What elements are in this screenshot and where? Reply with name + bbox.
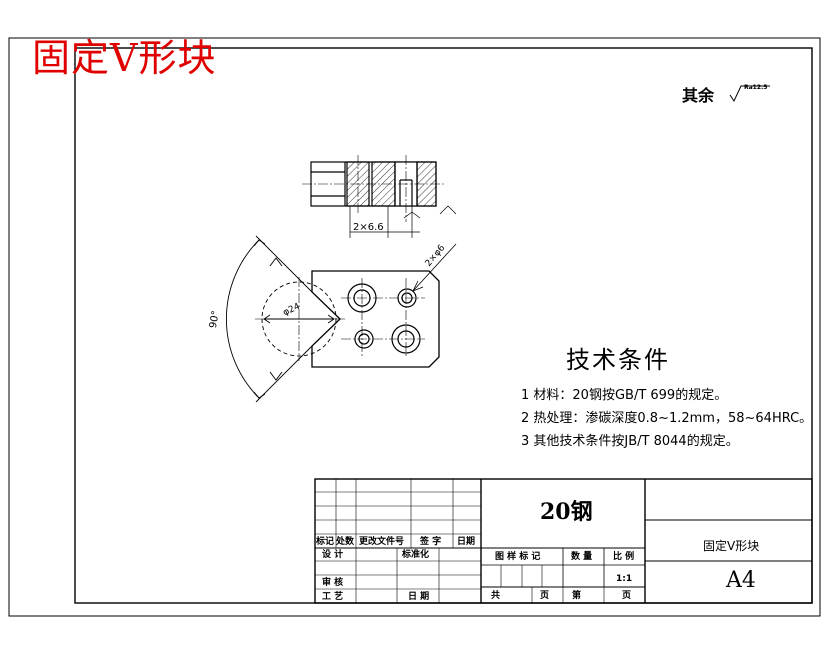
paper-size: A4 [726,568,756,593]
part-name: 固定V形块 [703,539,760,553]
design-label: 设 计 [322,550,344,560]
page-label-1: 页 [540,591,550,601]
v-circle [255,277,345,361]
sheet-label: 第 [572,591,582,601]
header-mark: 标记 [316,537,335,547]
tech-requirement-2: 2 热处理：渗碳深度0.8~1.2mm，58~64HRC。 [521,411,813,426]
process-label: 工 艺 [322,592,344,602]
page-title: 固定V形块 [32,36,217,80]
angle-dimension [225,235,313,403]
scale-value: 1:1 [616,574,633,584]
standardization-label: 标准化 [402,550,430,560]
material-value: 20钢 [540,499,593,525]
date-label: 日 期 [408,592,430,602]
header-signature: 签 字 [420,537,442,547]
roughness-value: Ra12.5 [744,84,768,91]
header-count: 处数 [336,537,355,547]
slot-dimension-label: 2×6.6 [353,222,384,233]
roughness-label: 其余 [682,86,715,105]
tech-requirements-title: 技术条件 [566,346,670,374]
ratio-label: 比 例 [613,552,635,562]
slot-dimension [349,205,457,238]
tech-requirement-1: 1 材料：20钢按GB/T 699的规定。 [521,388,728,403]
review-label: 审 核 [322,578,344,588]
plan-view [311,270,440,368]
header-change-doc: 更改文件号 [359,537,405,547]
tech-requirement-3: 3 其他技术条件按JB/T 8044的规定。 [521,434,739,449]
total-label: 共 [491,591,501,601]
quantity-label: 数 量 [571,552,593,562]
holes-leader [412,243,457,292]
outer-frame [8,37,821,617]
page-label-2: 页 [622,591,632,601]
roughness-symbol [729,85,770,103]
header-date: 日期 [457,537,476,547]
drawing-mark-label: 图 样 标 记 [495,552,541,562]
